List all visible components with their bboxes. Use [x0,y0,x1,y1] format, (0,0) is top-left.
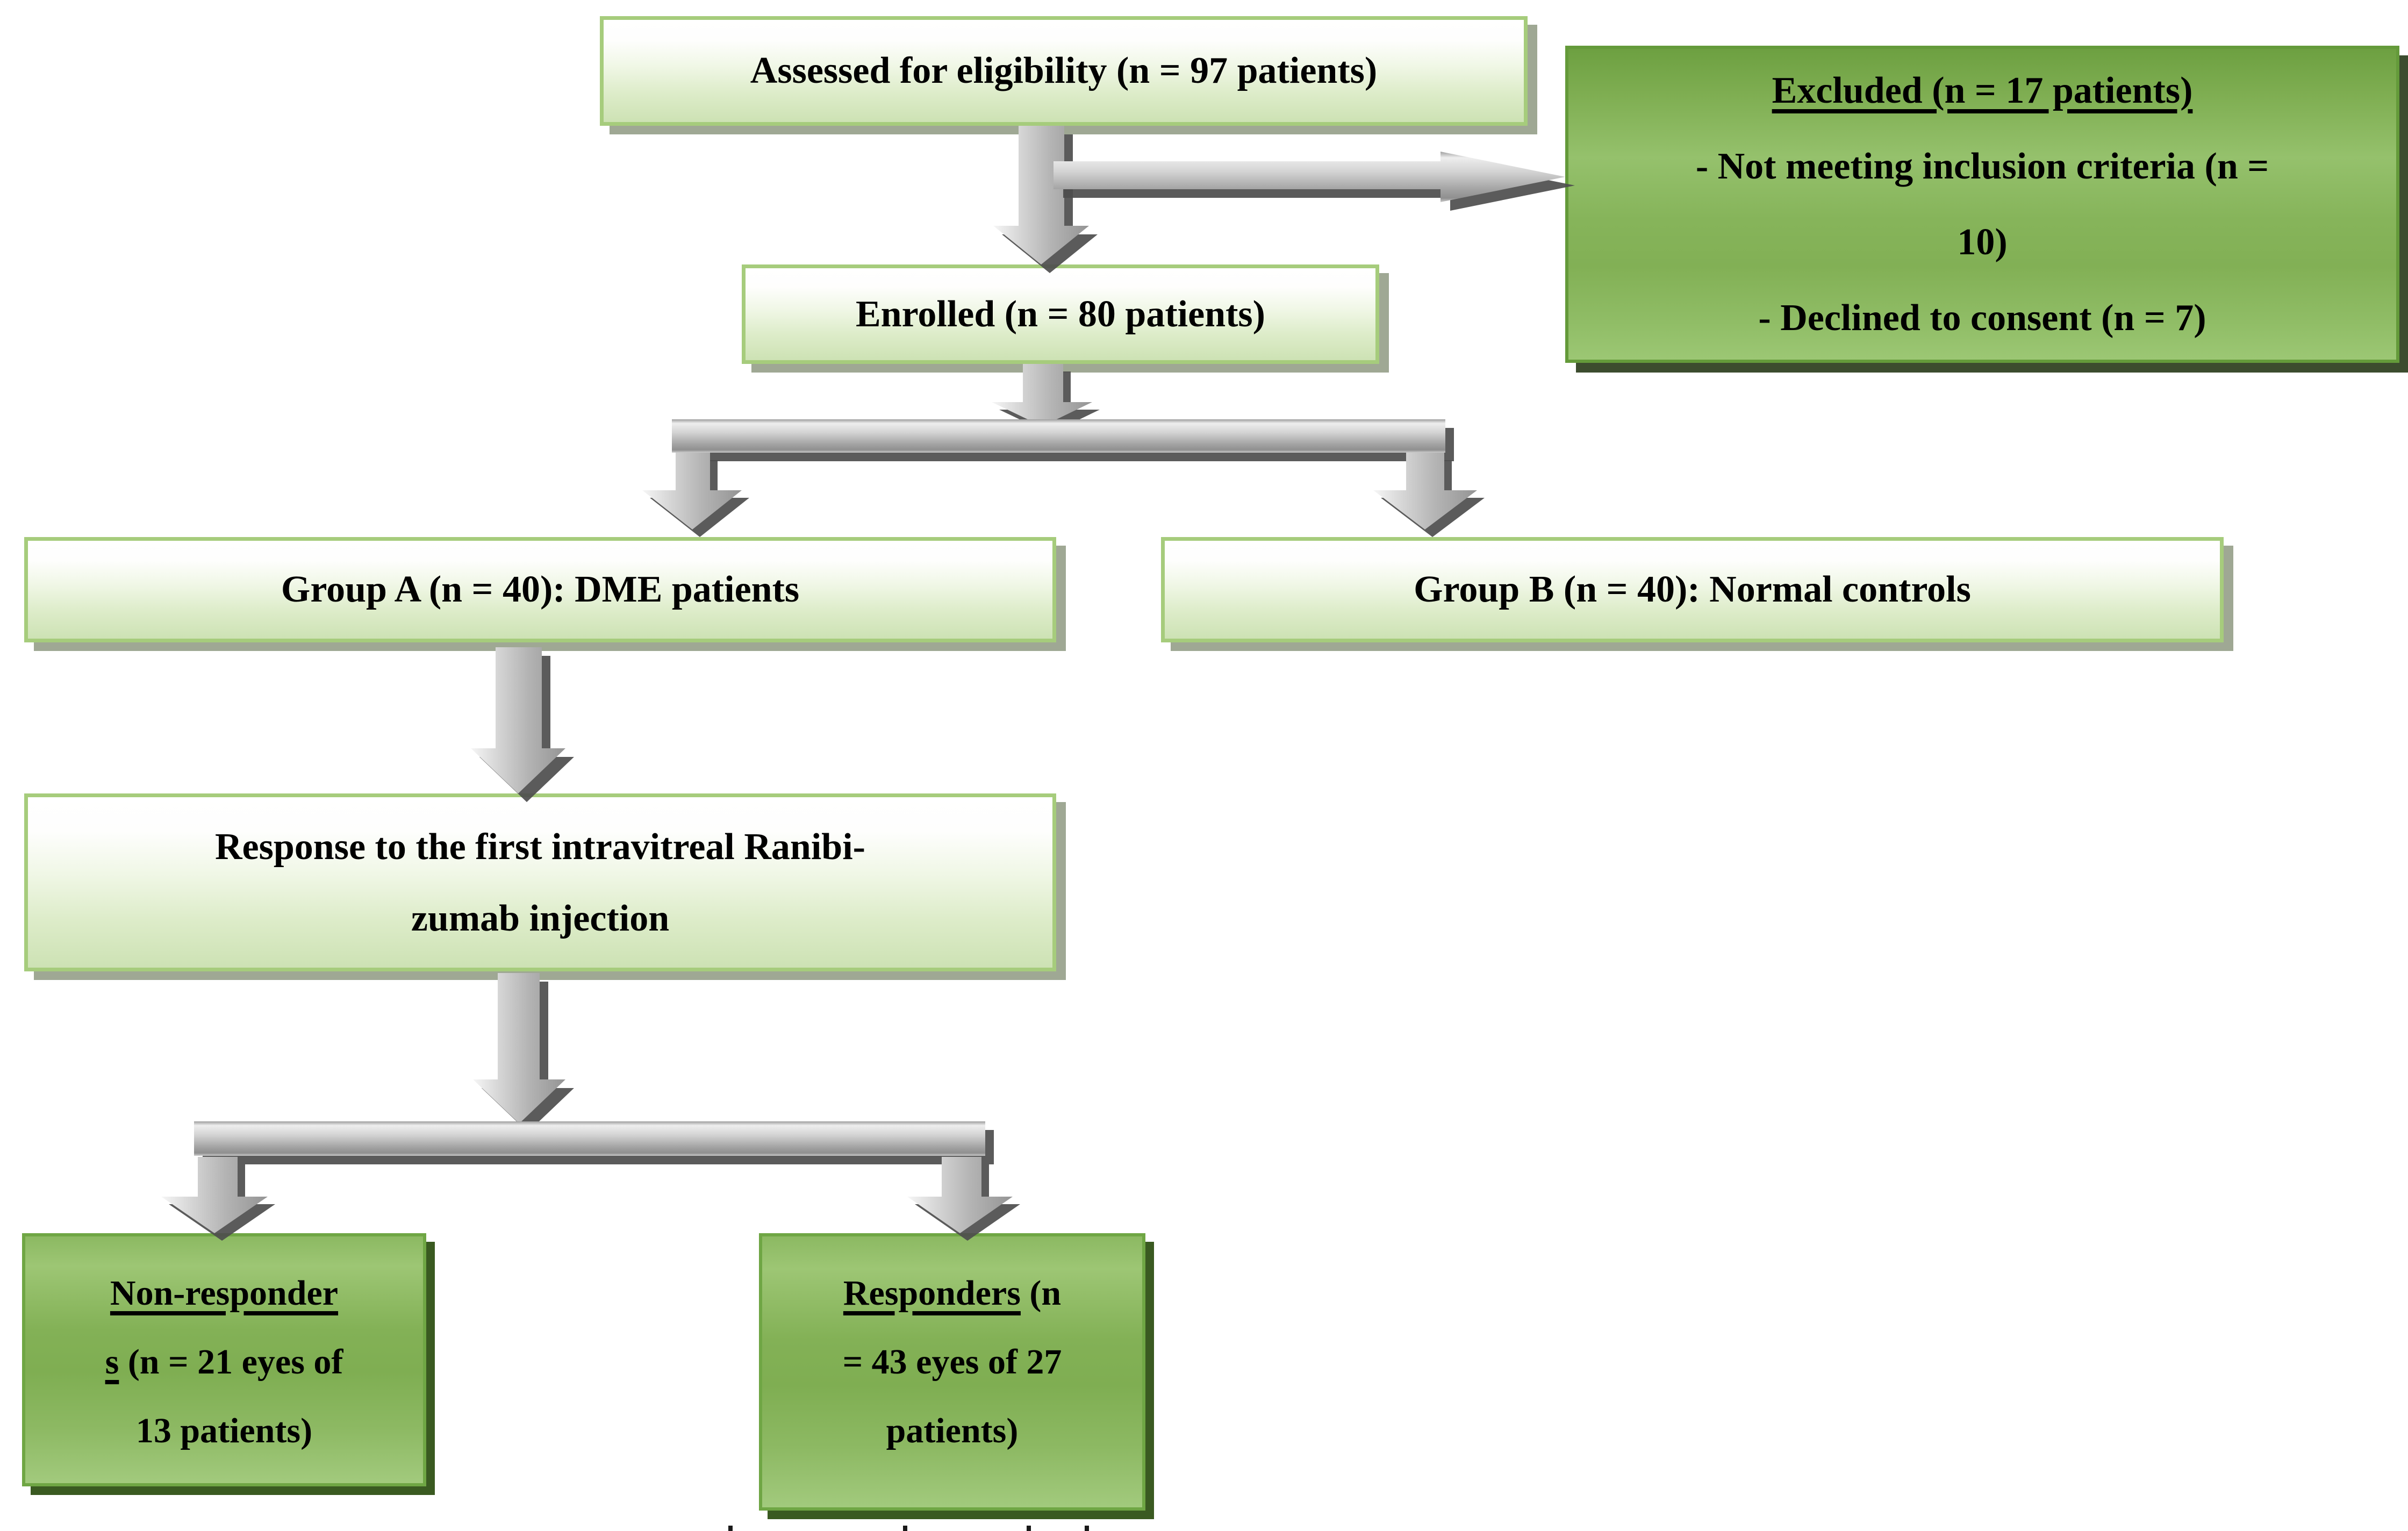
box-response: Response to the first intravitreal Ranib… [24,793,1056,971]
box-non-responders-line3: 13 patients) [135,1411,313,1450]
box-group-a: Group A (n = 40): DME patients [24,537,1056,642]
box-group-b-label: Group B (n = 40): Normal controls [1414,569,1971,610]
split-bar-responders [194,1121,994,1164]
box-responders-line3: patients) [886,1411,1019,1450]
box-non-responders-line2: s (n = 21 eyes of [105,1342,343,1382]
arrow-split-to-group-b [1373,453,1485,537]
box-assessed: Assessed for eligibility (n = 97 patient… [600,16,1528,126]
box-assessed-label: Assessed for eligibility (n = 97 patient… [750,50,1378,91]
box-group-a-label: Group A (n = 40): DME patients [281,569,800,610]
arrow-enrolled-to-split [992,364,1100,434]
box-enrolled-label: Enrolled (n = 80 patients) [855,293,1265,335]
arrow-assessed-to-enrolled [993,126,1098,273]
box-enrolled: Enrolled (n = 80 patients) [742,264,1379,364]
box-group-b: Group B (n = 40): Normal controls [1161,537,2224,642]
box-responders-line2: = 43 eyes of 27 [842,1342,1062,1382]
arrow-group-a-to-response [471,647,574,802]
arrow-split-to-group-a [642,453,749,537]
arrow-split-to-responders [907,1157,1020,1241]
arrow-split-to-non-responders [161,1157,275,1241]
box-responders-line1: Responders (n [843,1274,1062,1313]
box-excluded-line: - Not meeting inclusion criteria (n = [1695,146,2269,187]
arrow-to-excluded [1054,152,1575,211]
box-non-responders-line1: Non-responder [110,1274,339,1313]
box-response-line2: zumab injection [411,897,670,939]
box-non-responders: Non-responder s (n = 21 eyes of 13 patie… [22,1233,426,1486]
split-bar-groups [672,419,1454,461]
box-excluded-line: - Declined to consent (n = 7) [1758,297,2206,339]
box-response-line1: Response to the first intravitreal Ranib… [215,826,865,868]
box-excluded-title: Excluded (n = 17 patients) [1772,70,2193,111]
box-excluded-line: 10) [1957,221,2008,263]
box-responders: Responders (n = 43 eyes of 27 patients) [759,1233,1145,1511]
box-excluded: Excluded (n = 17 patients) - Not meeting… [1565,46,2399,363]
arrow-response-to-split [473,973,574,1132]
cut-off-caption-marks [728,1526,1089,1531]
